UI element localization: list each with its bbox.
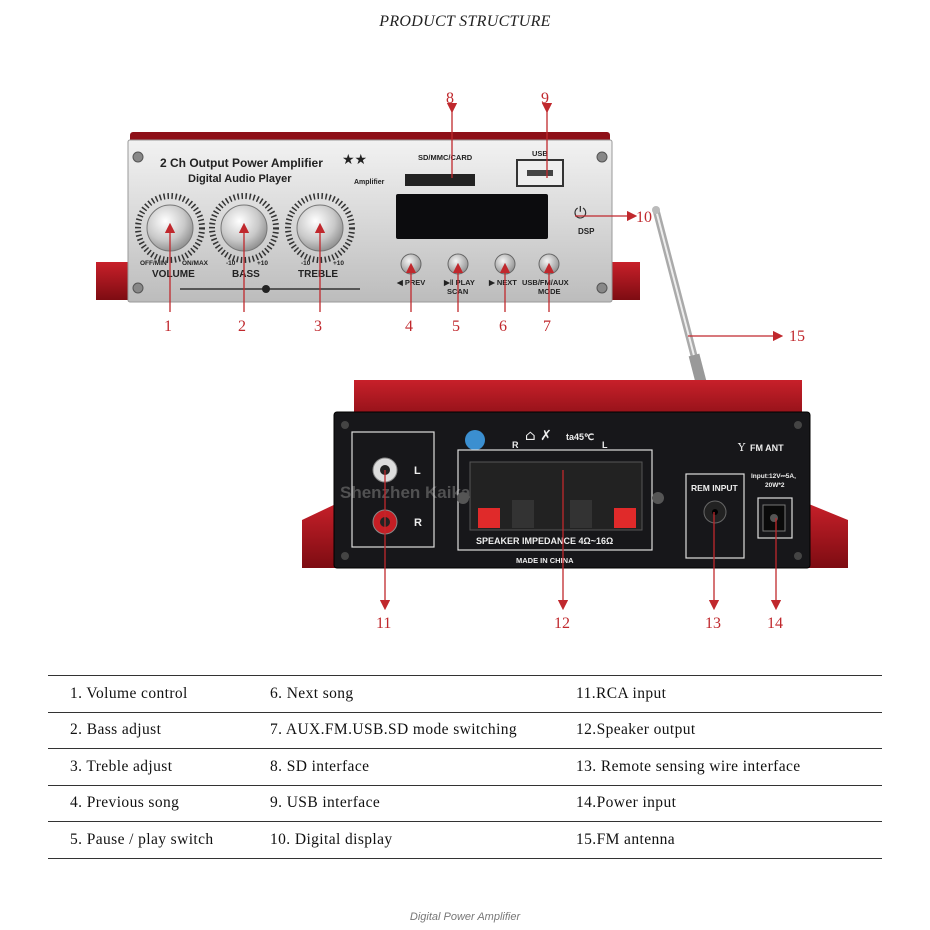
speaker-l-label: L: [602, 440, 608, 450]
usb-label: USB: [532, 149, 548, 158]
treble-min: -10: [301, 260, 311, 267]
table-row: 1. Volume control 6. Next song 11.RCA in…: [48, 675, 882, 713]
legend-cell: 15.FM antenna: [576, 821, 882, 859]
table-row: 5. Pause / play switch 10. Digital displ…: [48, 821, 882, 859]
legend-cell: 7. AUX.FM.USB.SD mode switching: [270, 712, 576, 749]
legend-cell: 10. Digital display: [270, 821, 576, 859]
callout-4: 4: [405, 318, 413, 335]
page-title: PRODUCT STRUCTURE: [379, 13, 551, 30]
front-heading: 2 Ch Output Power Amplifier: [160, 156, 323, 170]
rca-left-label: L: [414, 465, 421, 477]
made-in-label: MADE IN CHINA: [516, 556, 574, 565]
callout-11: 11: [376, 615, 391, 632]
legend-cell: 2. Bass adjust: [48, 712, 270, 749]
speaker-terminal[interactable]: [478, 508, 500, 528]
legend-cell: 4. Previous song: [48, 785, 270, 822]
legend-cell: 13. Remote sensing wire interface: [576, 748, 882, 786]
power-spec-2: 20W*2: [765, 482, 785, 489]
screw-icon: [596, 151, 608, 163]
speaker-terminal[interactable]: [614, 508, 636, 528]
callout-13: 13: [705, 615, 721, 632]
callout-lines: [164, 102, 784, 611]
legend-cell: 1. Volume control: [48, 675, 270, 713]
speaker-r-label: R: [512, 440, 519, 450]
callout-10: 10: [636, 209, 652, 226]
dsp-icon: ⏻: [574, 203, 587, 222]
callout-2: 2: [238, 318, 246, 335]
front-unit: 2 Ch Output Power Amplifier Digital Audi…: [96, 132, 640, 303]
legend-table: 1. Volume control 6. Next song 11.RCA in…: [48, 675, 882, 859]
callout-1: 1: [164, 318, 172, 335]
legend-cell: 6. Next song: [270, 675, 576, 713]
screw-icon: [132, 151, 144, 163]
sd-card-slot[interactable]: [405, 174, 475, 186]
fm-ant-label: FM ANT: [750, 443, 784, 453]
volume-label: VOLUME: [152, 269, 195, 280]
recycle-icon: ⌂ ✗: [525, 428, 552, 444]
digital-display: [396, 194, 548, 239]
speaker-impedance-label: SPEAKER IMPEDANCE 4Ω~16Ω: [476, 536, 613, 546]
table-row: 4. Previous song 9. USB interface 14.Pow…: [48, 785, 882, 822]
callout-7: 7: [543, 318, 551, 335]
front-right-foot: [606, 262, 640, 300]
bass-max: +10: [257, 260, 268, 267]
volume-min: OFF/MIN: [140, 260, 167, 267]
callout-3: 3: [314, 318, 322, 335]
legend-cell: 8. SD interface: [270, 748, 576, 786]
legend-cell: 9. USB interface: [270, 785, 576, 822]
bass-label: BASS: [232, 269, 260, 280]
rear-left-foot: [302, 502, 340, 568]
legend-cell: 5. Pause / play switch: [48, 821, 270, 859]
screw-icon: [596, 282, 608, 294]
treble-label: TREBLE: [298, 269, 338, 280]
mode-label: USB/FM/AUX: [522, 278, 569, 287]
table-row: 2. Bass adjust 7. AUX.FM.USB.SD mode swi…: [48, 712, 882, 749]
footer-caption: Digital Power Amplifier: [409, 911, 521, 923]
rca-right-label: R: [414, 517, 422, 529]
legend-cell: 11.RCA input: [576, 675, 882, 713]
treble-max: +10: [333, 260, 344, 267]
temp-label: ta45℃: [566, 432, 594, 442]
next-label: ▶ NEXT: [488, 278, 517, 287]
ir-sensor-icon: [262, 285, 270, 293]
dsp-label: DSP: [578, 227, 595, 236]
callout-12: 12: [554, 615, 570, 632]
card-slot-label: SD/MMC/CARD: [418, 153, 473, 162]
legend-cell: 3. Treble adjust: [48, 748, 270, 786]
legend-cell: 12.Speaker output: [576, 712, 882, 749]
volume-max: ON/MAX: [182, 260, 209, 267]
front-subheading: Digital Audio Player: [188, 173, 292, 185]
play-label: ▶‖ PLAY: [443, 278, 475, 287]
callout-6: 6: [499, 318, 507, 335]
callout-8: 8: [446, 90, 454, 107]
table-row: 3. Treble adjust 8. SD interface 13. Rem…: [48, 748, 882, 786]
stars-icon: ★★: [342, 152, 367, 168]
rem-input-label: REM INPUT: [691, 483, 739, 493]
brand-mark: Amplifier: [354, 179, 385, 186]
power-spec-1: Input:12V⎓5A,: [751, 473, 796, 480]
legend-cell: 14.Power input: [576, 785, 882, 822]
rear-right-foot: [804, 502, 848, 568]
antenna-icon: Y: [737, 441, 746, 454]
callout-5: 5: [452, 318, 460, 335]
qc-badge-icon: [465, 430, 485, 450]
bass-min: -10: [226, 260, 236, 267]
callout-14: 14: [767, 615, 783, 632]
callout-15: 15: [789, 328, 805, 345]
rear-unit: Shenzhen Kaikai Technology Co.,Ltd L R R…: [302, 380, 848, 569]
callout-9: 9: [541, 90, 549, 107]
speaker-terminal[interactable]: [512, 500, 534, 528]
screw-icon: [132, 282, 144, 294]
speaker-terminal[interactable]: [570, 500, 592, 528]
